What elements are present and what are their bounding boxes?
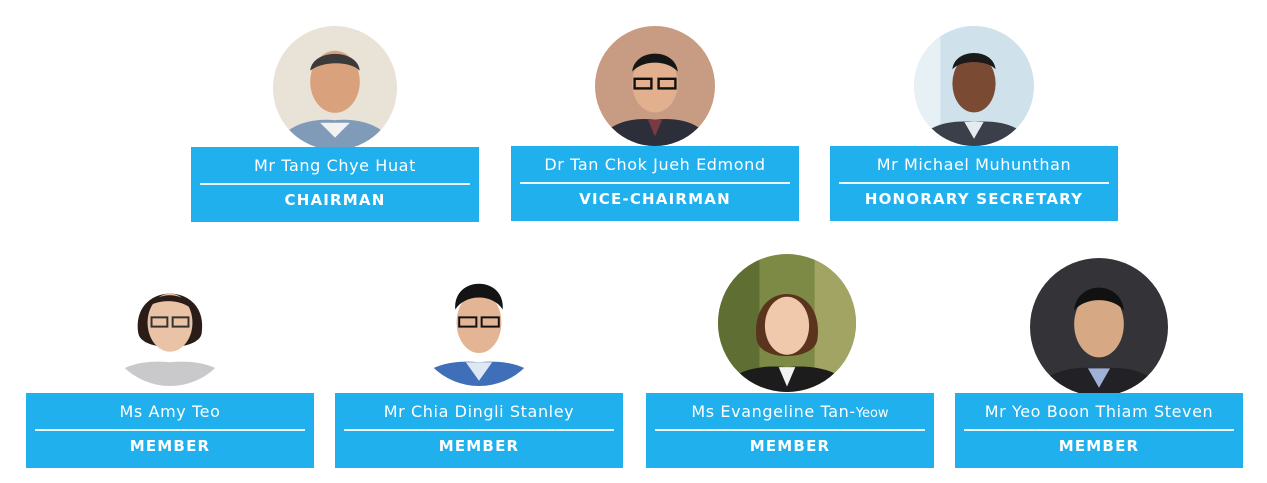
member-plate: Mr Chia Dingli Stanley MEMBER bbox=[335, 393, 623, 468]
member-name-suffix: Yeow bbox=[855, 406, 889, 421]
member-role: MEMBER bbox=[749, 437, 831, 455]
portrait-photo-evangeline-tan-yeow bbox=[718, 254, 856, 392]
member-role: VICE-CHAIRMAN bbox=[579, 190, 731, 208]
divider-line bbox=[520, 182, 790, 184]
member-plate: Mr Yeo Boon Thiam Steven MEMBER bbox=[955, 393, 1243, 468]
member-role: MEMBER bbox=[438, 437, 520, 455]
divider-line bbox=[655, 429, 925, 431]
portrait-photo-michael-muhunthan bbox=[914, 26, 1034, 146]
portrait-photo-amy-teo bbox=[104, 254, 236, 386]
portrait-photo-chia-dingli-stanley bbox=[413, 254, 545, 386]
member-plate: Mr Tang Chye Huat CHAIRMAN bbox=[191, 147, 479, 222]
member-name: Dr Tan Chok Jueh Edmond bbox=[544, 155, 766, 174]
portrait-photo-tang-chye-huat bbox=[273, 26, 397, 150]
divider-line bbox=[964, 429, 1234, 431]
portrait-photo-yeo-boon-thiam-steven bbox=[1030, 258, 1168, 396]
member-plate: Mr Michael Muhunthan HONORARY SECRETARY bbox=[830, 146, 1118, 221]
member-role: MEMBER bbox=[1058, 437, 1140, 455]
member-plate: Ms Amy Teo MEMBER bbox=[26, 393, 314, 468]
member-plate: Dr Tan Chok Jueh Edmond VICE-CHAIRMAN bbox=[511, 146, 799, 221]
portrait-photo-tan-chok-jueh-edmond bbox=[595, 26, 715, 146]
member-plate: Ms Evangeline Tan-Yeow MEMBER bbox=[646, 393, 934, 468]
member-role: HONORARY SECRETARY bbox=[864, 190, 1084, 208]
divider-line bbox=[200, 183, 470, 185]
divider-line bbox=[35, 429, 305, 431]
divider-line bbox=[344, 429, 614, 431]
member-name: Mr Chia Dingli Stanley bbox=[383, 402, 575, 421]
member-name: Ms Evangeline Tan-Yeow bbox=[646, 402, 934, 421]
member-name: Mr Yeo Boon Thiam Steven bbox=[984, 402, 1214, 421]
member-name: Mr Michael Muhunthan bbox=[876, 155, 1072, 174]
member-name: Mr Tang Chye Huat bbox=[254, 156, 416, 175]
member-name-main: Ms Evangeline Tan- bbox=[691, 402, 856, 421]
member-role: CHAIRMAN bbox=[284, 191, 386, 209]
member-name: Ms Amy Teo bbox=[119, 402, 221, 421]
member-role: MEMBER bbox=[129, 437, 211, 455]
divider-line bbox=[839, 182, 1109, 184]
